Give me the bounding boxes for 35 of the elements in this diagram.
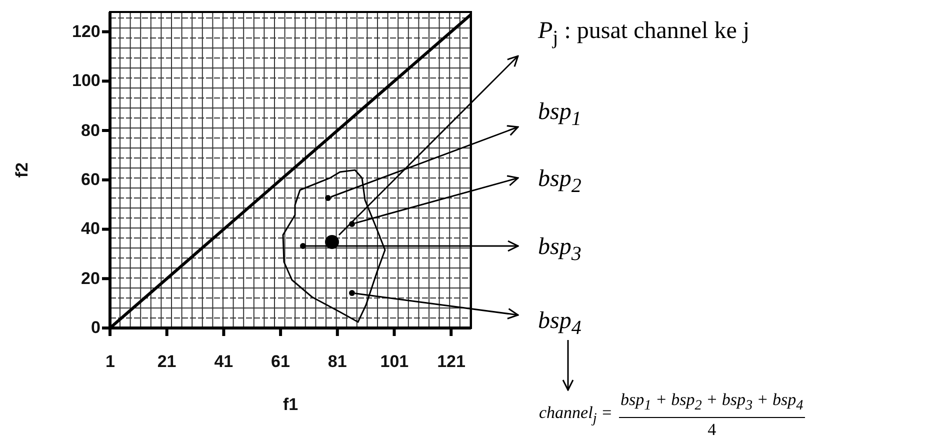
tick-label: 81: [328, 352, 347, 372]
arrow: [330, 125, 519, 198]
arrow: [338, 55, 519, 236]
arrow: [562, 340, 574, 391]
annotation-text: P$_{j}$ : pusat channel ke j: [518, 14, 798, 58]
data-point: [300, 243, 306, 249]
point-label: bsp$_{1}$: [518, 95, 608, 129]
data-point: [349, 290, 355, 296]
data-point: [325, 195, 331, 201]
centroid-dot: [325, 235, 339, 249]
arrow: [354, 175, 519, 224]
tick-label: 1: [106, 352, 115, 372]
arrow: [354, 292, 519, 320]
tick-label: 0: [91, 318, 100, 338]
tick-label: 41: [214, 352, 234, 372]
axis-title: f1: [283, 395, 298, 415]
point-label: bsp$_{2}$: [518, 162, 608, 196]
fraction-denominator: 4: [708, 418, 716, 440]
tick-label: 20: [81, 268, 100, 289]
formula-text: channel$_{j}$ =: [539, 402, 612, 428]
tick-label: 100: [72, 71, 100, 92]
tick-label: 121: [437, 352, 466, 372]
tick-label: 101: [380, 352, 409, 372]
tick-label: 60: [81, 170, 100, 190]
tick-label: 61: [271, 352, 290, 372]
tick-label: 40: [81, 219, 100, 240]
fraction-numerator: bsp$_{1}$ + bsp$_{2}$ + bsp$_{3}$ + bsp$_{4}$: [618, 390, 806, 418]
tick-label: 120: [72, 22, 100, 42]
point-label: bsp$_{3}$: [518, 230, 608, 264]
axis-title: f2: [12, 162, 32, 178]
tick-label: 80: [81, 120, 100, 140]
point-label: bsp$_{4}$: [518, 304, 608, 340]
arrow: [306, 240, 519, 252]
data-point: [349, 221, 355, 227]
tick-label: 21: [157, 352, 176, 372]
